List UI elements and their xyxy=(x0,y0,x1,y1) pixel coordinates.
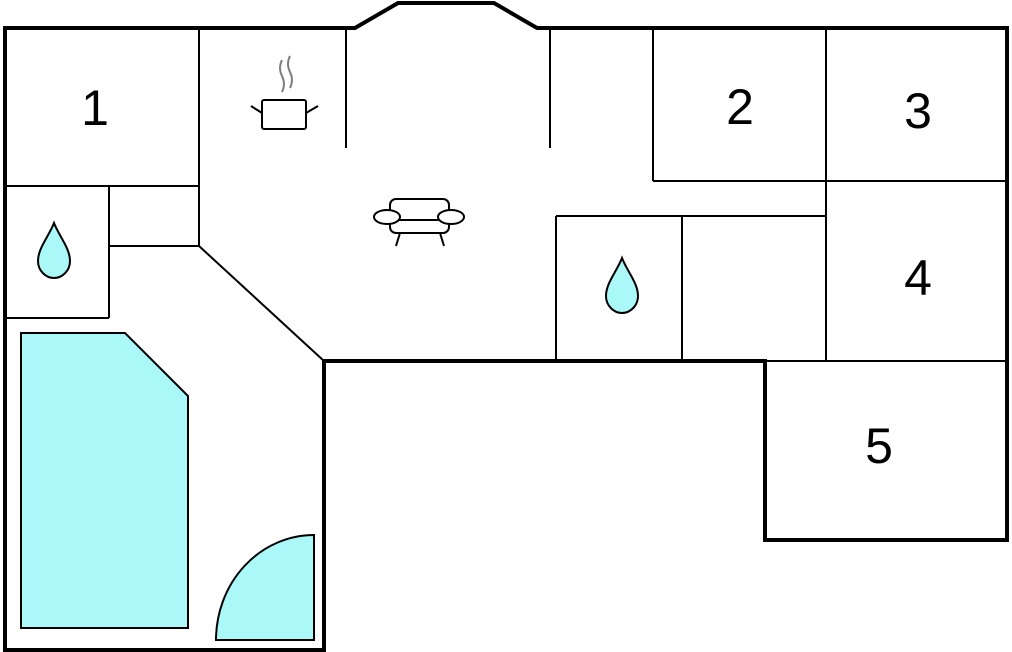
room-label-5: 5 xyxy=(865,418,893,474)
outer-wall xyxy=(3,1,1009,652)
room-label-2: 2 xyxy=(726,79,754,135)
jacuzzi-icon xyxy=(214,533,315,641)
room-label-1: 1 xyxy=(81,80,109,136)
room-label-4: 4 xyxy=(904,250,932,306)
kitchen-pot-icon xyxy=(250,55,319,130)
water-drop-icon xyxy=(36,220,72,280)
sofa-icon xyxy=(373,198,465,247)
pool-icon xyxy=(20,332,189,629)
room-label-3: 3 xyxy=(904,83,932,139)
water-drop-icon xyxy=(604,255,640,315)
interior-walls xyxy=(5,28,1007,362)
